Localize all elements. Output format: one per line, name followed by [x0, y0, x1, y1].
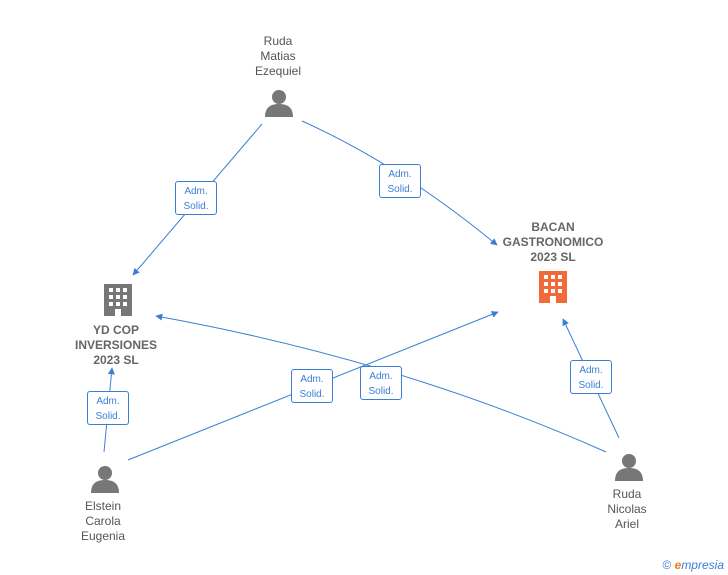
person-icon [91, 466, 119, 493]
person-label-ruda-nicolas[interactable]: Ruda Nicolas Ariel [607, 487, 647, 531]
building-icon [539, 271, 567, 303]
edge-label-role: Adm. Solid. [570, 360, 612, 394]
edge-label-role: Adm. Solid. [87, 391, 129, 425]
brand-footer[interactable]: © empresia [662, 558, 724, 572]
edge-label-role: Adm. Solid. [360, 366, 402, 400]
person-label-ruda-matias[interactable]: Ruda Matias Ezequiel [254, 34, 302, 78]
person-label-elstein[interactable]: Elstein Carola Eugenia [80, 499, 126, 543]
building-icon [104, 284, 132, 316]
edge-label-role: Adm. Solid. [291, 369, 333, 403]
edge-label-role: Adm. Solid. [379, 164, 421, 198]
company-label-yd-cop[interactable]: YD COP INVERSIONES 2023 SL [74, 323, 158, 367]
person-icon [615, 454, 643, 481]
brand-logo-e: e [674, 558, 682, 572]
brand-logo-text: mpresia [681, 558, 724, 572]
person-icon [265, 90, 293, 117]
company-label-bacan[interactable]: BACAN GASTRONOMICO 2023 SL [502, 220, 604, 264]
edge-label-role: Adm. Solid. [175, 181, 217, 215]
copyright-icon: © [662, 558, 672, 572]
